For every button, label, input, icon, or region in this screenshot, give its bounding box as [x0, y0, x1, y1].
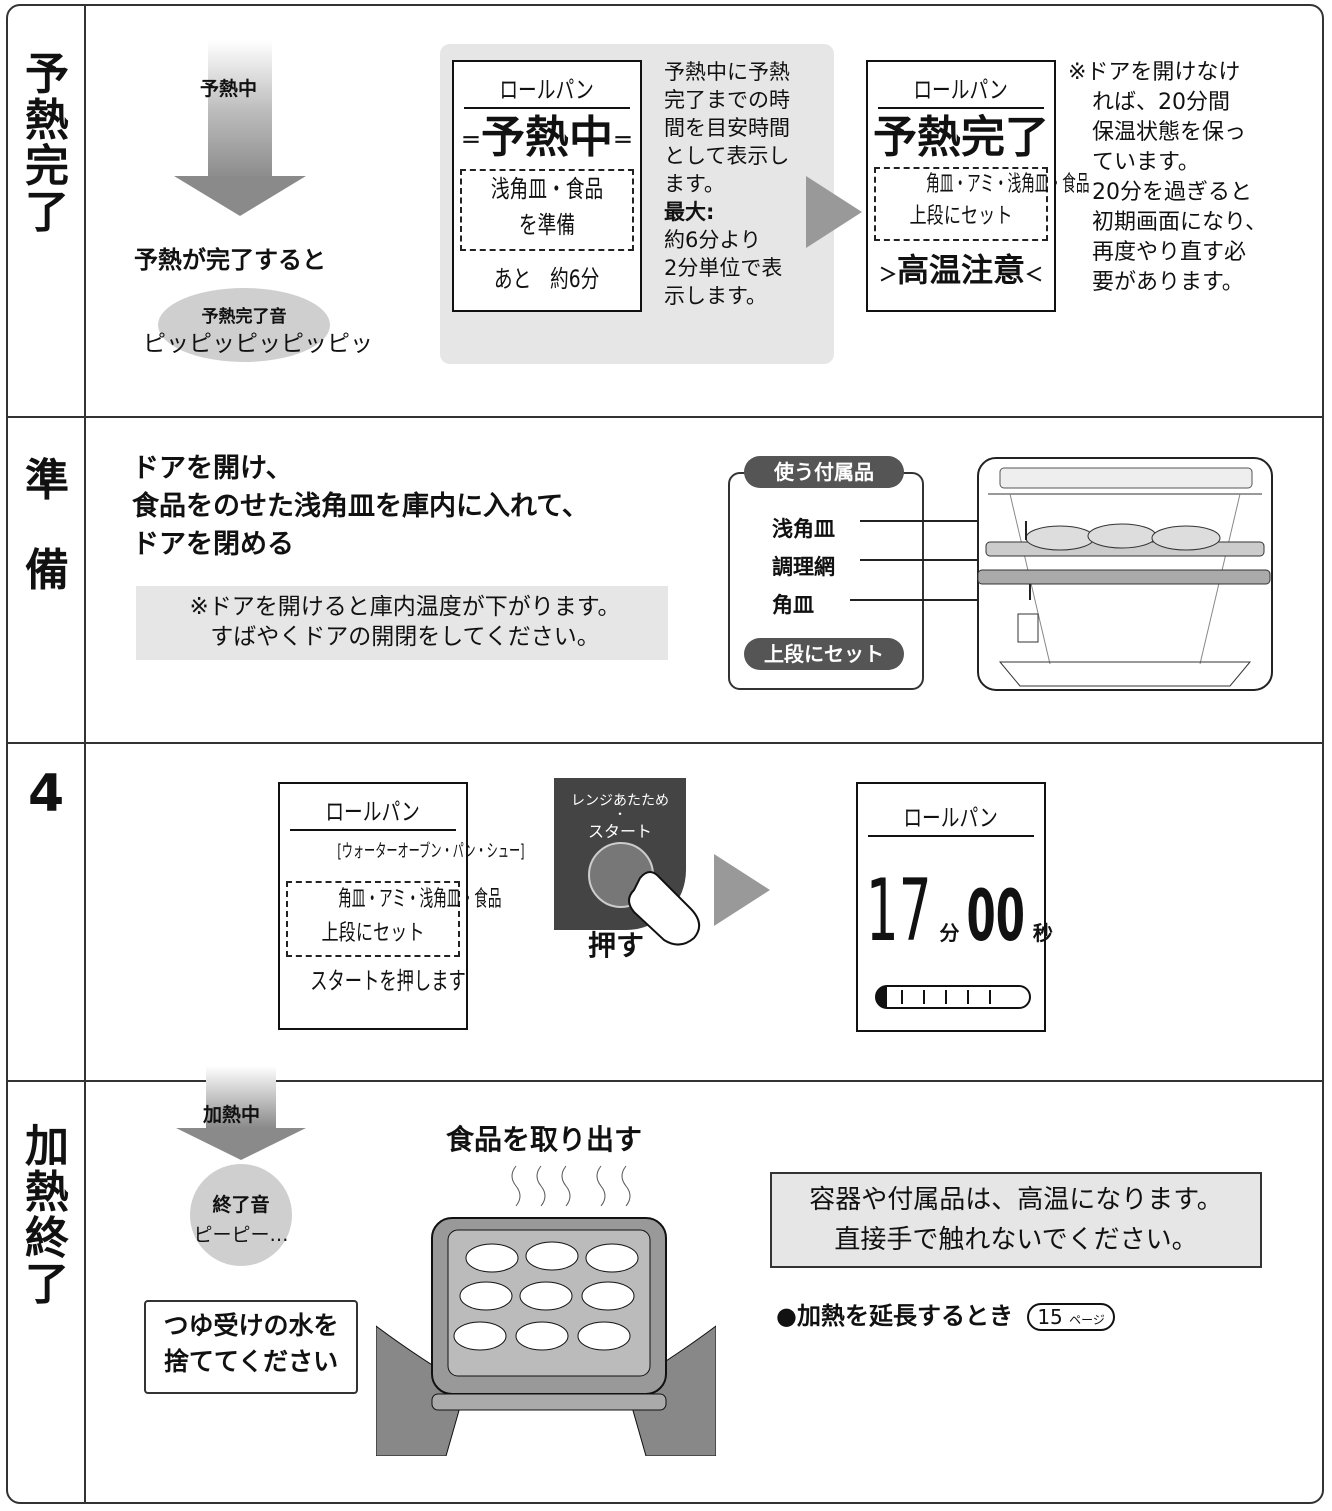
preheat-done-text: 予熱が完了すると — [134, 246, 326, 274]
accessories-position: 上段にセット — [744, 638, 904, 670]
accessories-title: 使う付属品 — [744, 456, 904, 488]
end-sound-title: 終了音 — [212, 1194, 270, 1216]
drain-note: つゆ受けの水を 捨ててください — [163, 1311, 339, 1376]
lcd-status: ＝予熱中＝ — [461, 112, 633, 163]
label-column-divider — [84, 4, 86, 1504]
prep-instruction: ドアを開け、 食品をのせた浅角皿を庫内に入れて、 ドアを閉める — [132, 453, 589, 560]
extend-note-text: ●加熱を延長するとき — [776, 1302, 1013, 1330]
page-reference[interactable]: 15 ページ — [1027, 1303, 1115, 1331]
heating-arrow — [176, 1066, 306, 1160]
preheat-sound-title: 予熱完了音 — [201, 307, 287, 327]
start-button-top-label: レンジあたため — [571, 793, 669, 809]
take-out-label: 食品を取り出す — [446, 1123, 643, 1156]
heating-arrow-label: 加熱中 — [203, 1104, 261, 1126]
lcd-preheating: ロールパン ＝予熱中＝ 浅角皿・食品 を準備 あと 約6分 — [452, 60, 642, 312]
lcd-set-box: 角皿・アミ・浅角皿・食品 上段にセット — [874, 167, 1089, 241]
drain-note-box — [144, 1300, 358, 1394]
row-divider-1 — [6, 416, 1324, 418]
start-button-bottom-label: スタート — [587, 822, 652, 841]
section-label-heat-done: 加熱終了 — [22, 1124, 72, 1308]
next-arrow-2 — [714, 854, 770, 926]
lcd-mode: [ウォーターオーブン・パン・シュー] — [337, 841, 525, 862]
push-label: 押す — [588, 929, 645, 962]
lcd-title: ロールパン — [464, 70, 630, 109]
prep-caution: ※ドアを開けると庫内温度が下がります。 すばやくドアの開閉をしてください。 — [189, 594, 621, 650]
section-label-prep-2: 備 — [25, 545, 69, 596]
next-arrow-1 — [806, 176, 862, 248]
lcd-status: 予熱完了 — [873, 112, 1049, 163]
lcd-title: ロールパン — [878, 70, 1044, 109]
tray-illustration — [376, 1165, 716, 1456]
start-button-dot: ・ — [613, 807, 626, 821]
end-sound-text: ピーピー… — [193, 1224, 289, 1246]
preheat-sound-text: ピッピッピッピッピッ — [143, 331, 373, 357]
lcd-preheat-complete: ロールパン 予熱完了 角皿・アミ・浅角皿・食品 上段にセット ＞高温注意＜ — [866, 60, 1089, 312]
hot-warning: 容器や付属品は、高温になります。 直接手で触れないでください。 — [809, 1185, 1223, 1255]
section-label-text: 加熱終了 — [25, 1121, 69, 1310]
lcd-prep-box: 浅角皿・食品 を準備 — [460, 169, 634, 251]
lcd-remaining: あと 約6分 — [494, 265, 600, 293]
lcd-title: ロールパン — [868, 798, 1034, 837]
lcd-instruction: スタートを押します — [310, 967, 466, 995]
preheat-arrow — [174, 40, 306, 216]
lcd-ready: ロールパン [ウォーターオーブン・パン・シュー] 角皿・アミ・浅角皿・食品 上段… — [278, 782, 525, 1030]
progress-bar — [875, 985, 1031, 1009]
section-label-text: 予熱完了 — [25, 49, 69, 238]
preheat-note-2: ※ドアを開けなけ れば、20分間 保温状態を保っ ています。 20分を過ぎると … — [1068, 60, 1268, 295]
oven-illustration — [850, 457, 1273, 691]
row-divider-2 — [6, 742, 1324, 744]
preheat-arrow-label: 予熱中 — [200, 78, 258, 100]
lcd-warning: ＞高温注意＜ — [878, 251, 1043, 289]
page-frame — [6, 4, 1324, 1504]
preheat-sound-bubble — [158, 288, 330, 362]
extend-note: ●加熱を延長するとき 15 ページ — [776, 1296, 1115, 1331]
accessories-list: 浅角皿 調理網 角皿 — [772, 517, 835, 617]
section-label-step4: 4 — [28, 764, 65, 824]
prep-caution-box — [136, 586, 668, 660]
section-label-preheat-done: 予熱完了 — [22, 52, 72, 236]
row-divider-3 — [6, 1080, 1324, 1082]
lcd-title: ロールパン — [290, 792, 456, 831]
section-label-prep-1: 準 — [25, 455, 69, 506]
finger-press-icon — [628, 871, 701, 946]
hot-warning-box — [770, 1172, 1262, 1268]
end-sound-bubble — [190, 1164, 292, 1266]
lcd-set-box: 角皿・アミ・浅角皿・食品 上段にセット — [286, 881, 501, 957]
